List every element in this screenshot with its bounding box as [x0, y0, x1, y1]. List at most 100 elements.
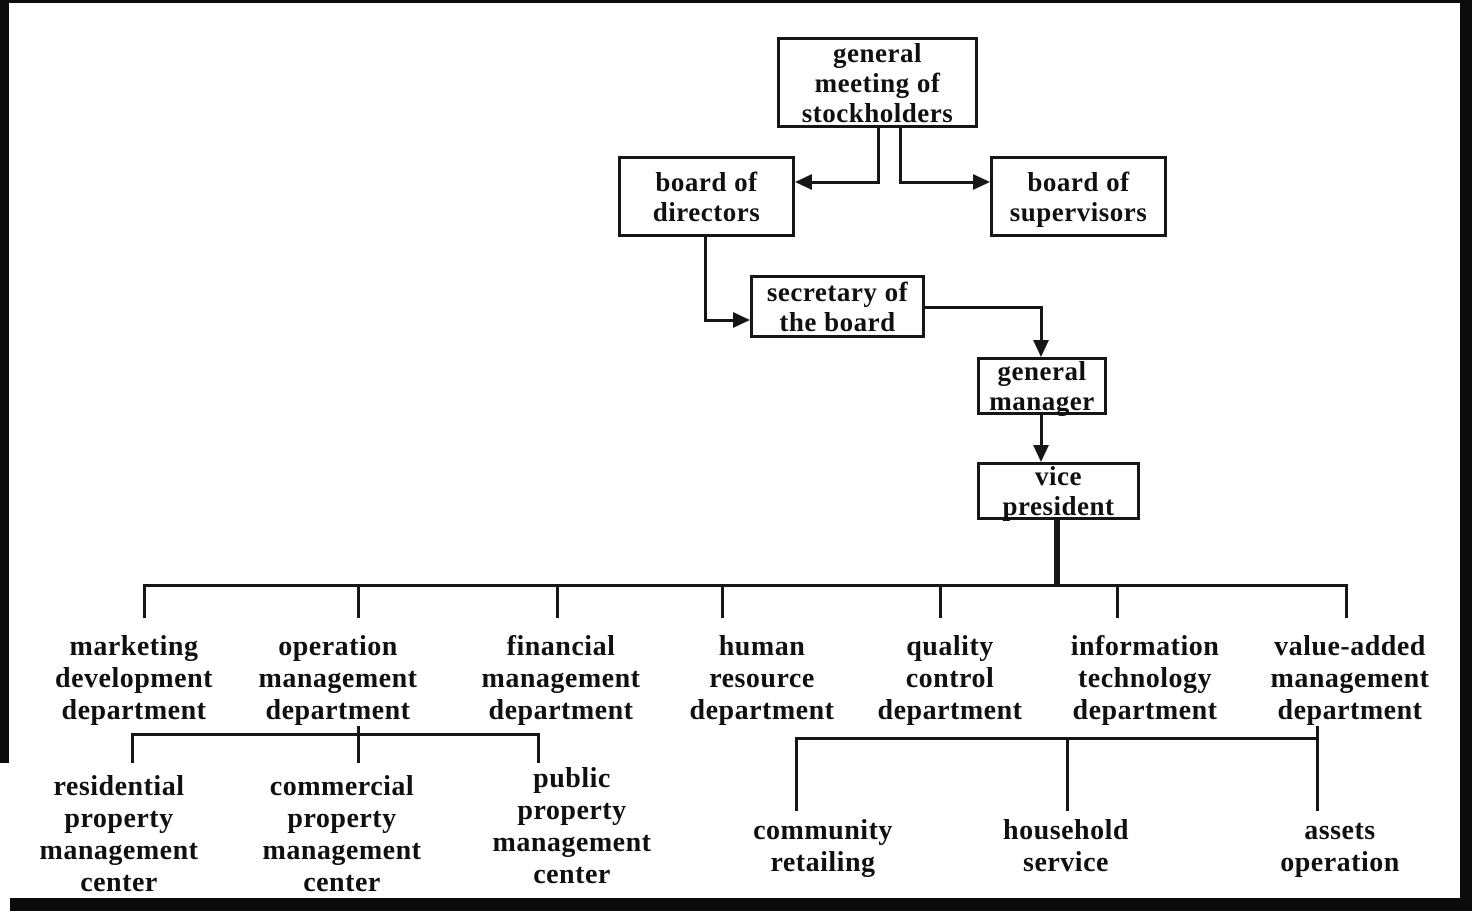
node-label-line: management	[492, 827, 652, 858]
arrowhead-right-icon	[973, 174, 990, 190]
node-label-line: meeting of	[814, 67, 941, 98]
connector-line	[704, 319, 737, 322]
node-label-line: center	[80, 867, 158, 898]
connector-line	[131, 733, 134, 763]
connector-line	[1066, 737, 1069, 811]
node-label-line: management	[1270, 663, 1430, 694]
node-label-line: management	[481, 663, 641, 694]
arrowhead-left-icon	[795, 174, 812, 190]
frame-border	[0, 0, 9, 763]
node-label-line: department	[689, 695, 835, 726]
connector-line	[1054, 520, 1060, 586]
connector-line	[704, 237, 707, 322]
connector-line	[899, 181, 977, 184]
node-label-line: department	[877, 695, 1023, 726]
node-label-line: value-added	[1274, 631, 1426, 662]
node-label-line: general	[833, 37, 922, 68]
node-label-line: assets	[1304, 815, 1376, 846]
connector-line	[1040, 306, 1043, 344]
connector-line	[143, 584, 1348, 587]
connector-line	[1345, 584, 1348, 618]
connector-line	[143, 584, 146, 618]
node-label-line: resource	[709, 663, 815, 694]
node-label-line: management	[258, 663, 418, 694]
node-label-line: operation	[1280, 847, 1400, 878]
node-label-line: secretary of	[766, 276, 909, 307]
arrowhead-down-icon	[1033, 340, 1049, 357]
node-label-line: control	[905, 663, 995, 694]
node-label-line: department	[61, 695, 207, 726]
node-label-line: directors	[652, 196, 761, 227]
frame-border	[10, 898, 1472, 911]
node-label-line: community	[753, 815, 893, 846]
node-label-line: stockholders	[801, 97, 954, 128]
frame-border	[0, 0, 1472, 3]
connector-line	[806, 181, 880, 184]
node-label-line: department	[488, 695, 634, 726]
node-label-line: property	[64, 803, 174, 834]
connector-line	[1116, 584, 1119, 618]
node-label-line: marketing	[69, 631, 199, 662]
frame-border	[1460, 0, 1472, 911]
node-label-line: management	[39, 835, 199, 866]
node-label-line: human	[718, 631, 806, 662]
connector-line	[1316, 726, 1319, 740]
node-label-line: board of	[1027, 166, 1130, 197]
node-label-line: service	[1023, 847, 1109, 878]
node-label-line: quality	[906, 631, 994, 662]
node-label-line: the board	[779, 306, 896, 337]
node-label-line: supervisors	[1009, 196, 1148, 227]
node-label-line: center	[533, 859, 611, 890]
node-label-line: information	[1070, 631, 1220, 662]
node-label-line: public	[533, 763, 611, 794]
node-label-line: center	[303, 867, 381, 898]
node-label-line: department	[1277, 695, 1423, 726]
connector-line	[357, 733, 360, 763]
connector-line	[131, 733, 540, 736]
connector-line	[721, 584, 724, 618]
connector-line	[556, 584, 559, 618]
node-label-line: department	[1072, 695, 1218, 726]
node-label-line: operation	[278, 631, 398, 662]
node-label-line: president	[1002, 491, 1115, 521]
node-label-line: property	[287, 803, 397, 834]
node-label-line: vice	[1035, 461, 1082, 491]
connector-line	[357, 726, 360, 736]
node-label-line: department	[265, 695, 411, 726]
arrowhead-right-icon	[733, 312, 750, 328]
connector-line	[1040, 415, 1043, 445]
connector-line	[537, 733, 540, 763]
node-label-line: development	[55, 663, 213, 694]
connector-line	[899, 128, 902, 184]
connector-line	[939, 584, 942, 618]
node-label-line: residential	[53, 771, 185, 802]
connector-line	[795, 737, 798, 811]
arrowhead-down-icon	[1033, 445, 1049, 462]
node-label-line: retailing	[770, 847, 876, 878]
node-label-line: household	[1003, 815, 1129, 846]
connector-line	[925, 306, 1043, 309]
node-label-line: technology	[1077, 663, 1213, 694]
connector-line	[877, 128, 880, 184]
connector-line	[1316, 737, 1319, 811]
